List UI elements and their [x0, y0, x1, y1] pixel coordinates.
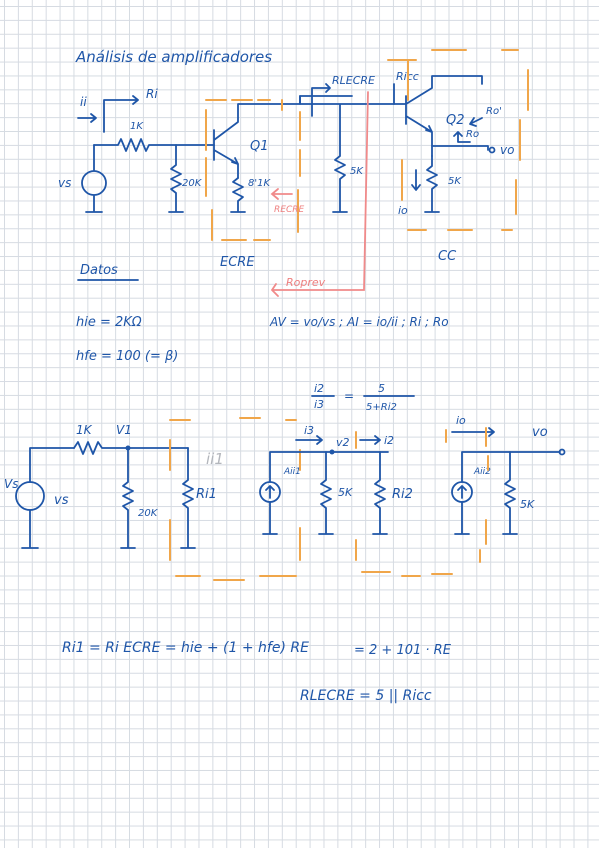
page-title: Análisis de amplificadores	[75, 48, 272, 66]
ri2-label: Ri2	[392, 487, 413, 502]
bottom-vs-wire	[21, 447, 75, 549]
divider-num-left: i2	[314, 382, 324, 395]
ii-arrow-icon	[77, 113, 97, 123]
mid-5k-resistor	[299, 95, 407, 213]
bottom-vs-source-icon	[15, 481, 45, 511]
dependent-source-1-arrow	[265, 485, 275, 499]
bottom-out-5k-label: 5K	[520, 498, 535, 511]
bottom-io-label: io	[456, 414, 466, 427]
ro-arrow-icon	[453, 131, 471, 143]
divider-den-left: i3	[314, 398, 324, 411]
equation-ri1-result: = 2 + 101 · RE	[354, 643, 452, 658]
gain-definitions: AV = vo/vs ; AI = io/ii ; Ri ; Ro	[269, 315, 449, 329]
out-5k-resistor	[424, 155, 440, 213]
divider-num-right: 5	[378, 382, 385, 395]
q1-label: Q1	[250, 139, 269, 154]
out-5k-label: 5K	[448, 176, 462, 187]
datos-heading: Datos	[80, 263, 118, 278]
cc-stage-box	[387, 49, 529, 231]
equation-rlecre: RLECRE = 5 || Ricc	[300, 688, 432, 704]
bottom-stage2-box	[355, 429, 453, 577]
vo-terminal-icon	[488, 146, 496, 154]
r1k-resistor	[93, 138, 215, 152]
bottom-vo-label: vo	[532, 425, 548, 440]
recre-label: RECRE	[274, 205, 304, 215]
stage1-label: ECRE	[220, 255, 255, 270]
q1-transistor-icon	[213, 95, 301, 179]
hfe-value: hfe = 100 (= β)	[76, 349, 178, 364]
bottom-vs-label: vs	[54, 493, 69, 508]
stage2-label: CC	[438, 249, 457, 264]
ii-label: ii	[80, 95, 87, 109]
q2-label: Q2	[446, 113, 465, 128]
rlecre-label: RLECRE	[332, 74, 375, 87]
io-label: io	[398, 204, 408, 217]
v1-label: V1	[116, 423, 132, 437]
bottom-stage3-box	[479, 427, 489, 563]
bottom-stage1-box	[169, 417, 301, 581]
ri-label: Ri	[146, 87, 158, 101]
re-label: 8'1K	[248, 178, 271, 189]
hie-value: hie = 2KΩ	[76, 315, 142, 330]
bottom-r1k-label: 1K	[76, 423, 93, 437]
bottom-r1k-resistor	[73, 441, 189, 455]
i2-label: i2	[384, 434, 394, 447]
bottom-vo-terminal-icon	[558, 448, 566, 456]
divider-den-right: 5+Ri2	[366, 402, 397, 413]
rlecre-arrow-icon	[311, 83, 331, 117]
recre-arrow-icon	[270, 188, 293, 200]
ro-prime-arrow-icon	[469, 117, 483, 127]
ri-arrow-icon	[103, 95, 139, 133]
bottom-mid-5k-resistor	[318, 451, 334, 535]
ecre-stage-box	[205, 99, 301, 241]
vs-source-icon	[81, 170, 107, 196]
stage3-wire	[454, 451, 561, 535]
ro-prime-label: Ro'	[486, 106, 502, 117]
io-arrow-icon	[411, 169, 421, 191]
divider-equals: =	[344, 389, 354, 403]
bottom-r20k-label: 20K	[138, 508, 159, 519]
ri1-resistor	[180, 447, 196, 549]
bottom-circuit: Vs vs 1K V1 20K Ri1 ii1 Aii1 i3 v2 i2 5K…	[4, 414, 566, 581]
ri2-resistor	[372, 451, 388, 535]
v2-node	[329, 449, 335, 455]
ii1-label: ii1	[206, 450, 224, 468]
q2-transistor-icon	[405, 75, 483, 157]
src1-label: Aii1	[283, 467, 301, 477]
src2-label: Aii2	[473, 467, 491, 477]
bottom-mid-5k-label: 5K	[338, 486, 353, 499]
bottom-out-5k-resistor	[502, 451, 518, 535]
mid-5k-label: 5K	[350, 166, 364, 177]
i3-arrow-icon	[295, 435, 323, 445]
stage2-wire	[262, 451, 389, 535]
output-wire	[431, 145, 489, 151]
r20k-resistor	[168, 144, 184, 213]
dependent-source-2-arrow	[457, 485, 467, 499]
roprev-label: Roprev	[286, 276, 326, 289]
r20k-label: 20K	[182, 178, 203, 189]
vs-label: vs	[58, 176, 71, 190]
bottom-vs-side-label: Vs	[4, 477, 18, 491]
re-resistor	[230, 177, 246, 213]
bottom-io-arrow-icon	[451, 427, 495, 437]
ro-label: Ro	[466, 129, 479, 140]
i3-label: i3	[304, 424, 314, 437]
roprev-arrow-icon	[270, 91, 369, 297]
vs-wire	[85, 144, 103, 213]
i2-arrow-icon	[359, 435, 381, 445]
top-circuit: ii Ri 1K vs 20K Q1 8'1K 5K RLECRE Ricc Q…	[58, 49, 529, 297]
equation-ri1: Ri1 = Ri ECRE = hie + (1 + hfe) RE	[62, 640, 309, 656]
bottom-r20k-resistor	[120, 447, 136, 549]
vo-label: vo	[500, 143, 514, 157]
v2-label: v2	[336, 436, 350, 449]
r1k-label: 1K	[130, 121, 144, 132]
ri1-label: Ri1	[196, 487, 217, 502]
